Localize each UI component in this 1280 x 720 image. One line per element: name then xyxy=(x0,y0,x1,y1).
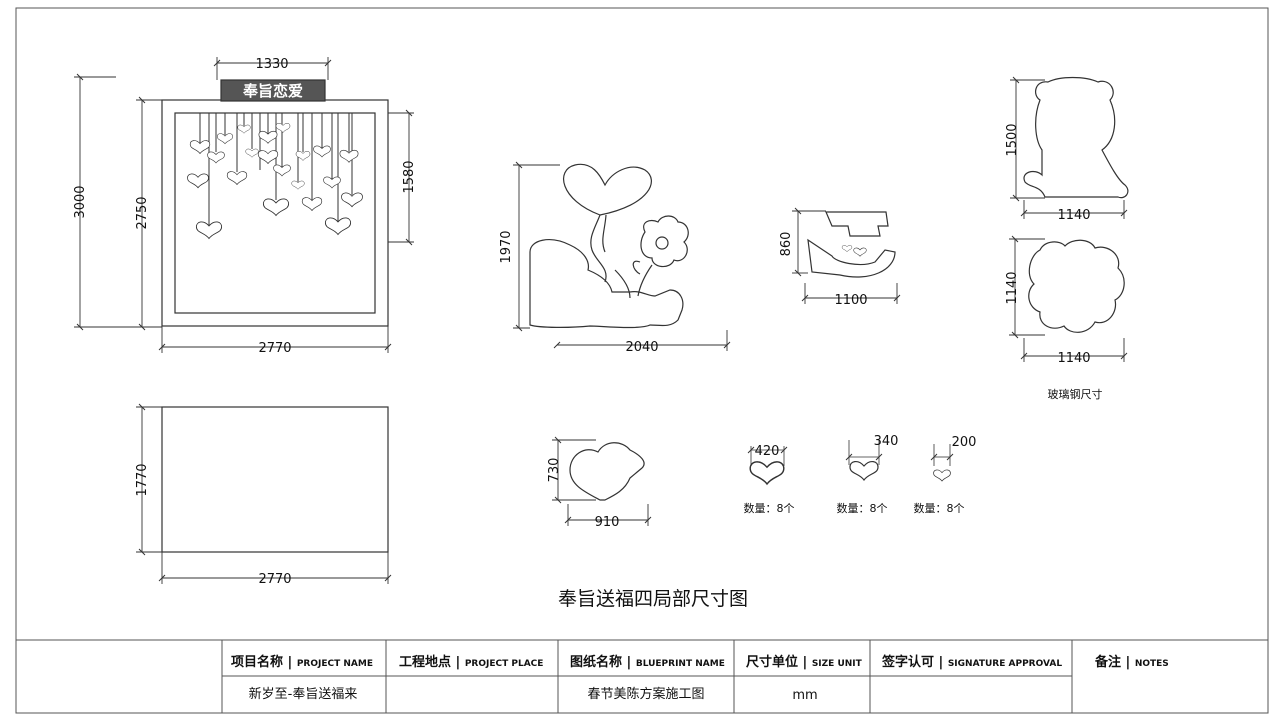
header-blueprint-name: 图纸名称 | BLUEPRINT NAME xyxy=(570,654,725,670)
dim-cloud-heart-height: 730 xyxy=(547,458,562,483)
header-project-place: 工程地点 | PROJECT PLACE xyxy=(399,654,543,670)
dim-cloud-heart-width: 910 xyxy=(595,515,620,530)
dim-heart-small: 200 xyxy=(952,435,977,450)
dim-bear-height: 1500 xyxy=(1005,123,1020,156)
dim-balloon-height: 1970 xyxy=(499,230,514,263)
sheet-border xyxy=(15,7,1269,714)
heart-large xyxy=(747,446,788,485)
dim-sign-width: 1330 xyxy=(255,57,288,72)
heart-medium xyxy=(845,440,883,481)
balloon-flower-cutout xyxy=(529,163,689,329)
ribbon-cutout xyxy=(807,211,896,278)
title-block xyxy=(16,639,1268,713)
sign-text: 奉旨恋爱 xyxy=(242,82,303,100)
bear-dimension-lines xyxy=(1010,76,1128,219)
flower-dimension-lines xyxy=(1009,235,1128,362)
qty-heart-large: 数量：8个 xyxy=(744,502,795,515)
dim-panel-width: 2770 xyxy=(258,572,291,587)
balloon-dimension-lines xyxy=(513,161,731,351)
dim-ribbon-width: 1100 xyxy=(834,293,867,308)
qty-heart-medium: 数量：8个 xyxy=(837,502,888,515)
dim-frame-width: 2770 xyxy=(258,341,291,356)
heart-small xyxy=(930,444,954,482)
dim-frame-inner-height: 2750 xyxy=(135,196,150,229)
hanging-hearts xyxy=(187,113,363,239)
dim-heart-large: 420 xyxy=(755,444,780,459)
value-project-name: 新岁至-奉旨送福来 xyxy=(249,686,358,702)
dim-hearts-drop: 1580 xyxy=(402,160,417,193)
dim-frame-total-height: 3000 xyxy=(73,185,88,218)
dim-panel-height: 1770 xyxy=(135,463,150,496)
flower-cutout xyxy=(1028,239,1125,333)
panel-dimension-lines xyxy=(136,403,392,584)
title-block-headers: 项目名称 | PROJECT NAME 工程地点 | PROJECT PLACE… xyxy=(231,654,1169,670)
header-signature-approval: 签字认可 | SIGNATURE APPROVAL xyxy=(881,654,1062,670)
header-size-unit: 尺寸单位 | SIZE UNIT xyxy=(746,654,863,670)
dim-balloon-width: 2040 xyxy=(625,340,658,355)
value-blueprint-name: 春节美陈方案施工图 xyxy=(587,686,704,702)
qty-heart-small: 数量：8个 xyxy=(914,502,965,515)
dim-flower-height: 1140 xyxy=(1005,271,1020,304)
title-block-values: 新岁至-奉旨送福来 春节美陈方案施工图 mm xyxy=(249,686,818,703)
ribbon-dimension-lines xyxy=(792,207,901,304)
bear-cutout xyxy=(1023,76,1129,199)
cloud-heart-cutout xyxy=(569,442,645,501)
dim-bear-width: 1140 xyxy=(1057,208,1090,223)
header-project-name: 项目名称 | PROJECT NAME xyxy=(231,654,373,670)
cloud-heart-dimension-lines xyxy=(552,436,652,526)
dim-ribbon-height: 860 xyxy=(779,232,794,257)
heart-frame-elevation xyxy=(161,79,389,327)
drawing-title: 奉旨送福四局部尺寸图 xyxy=(558,588,748,610)
dim-flower-width: 1140 xyxy=(1057,351,1090,366)
plain-panel xyxy=(161,406,389,553)
dim-heart-medium: 340 xyxy=(874,434,899,449)
value-size-unit: mm xyxy=(792,688,817,703)
header-notes: 备注 | NOTES xyxy=(1094,654,1169,670)
frame-dimension-lines xyxy=(74,57,414,353)
frp-size-label: 玻璃钢尺寸 xyxy=(1048,387,1103,401)
